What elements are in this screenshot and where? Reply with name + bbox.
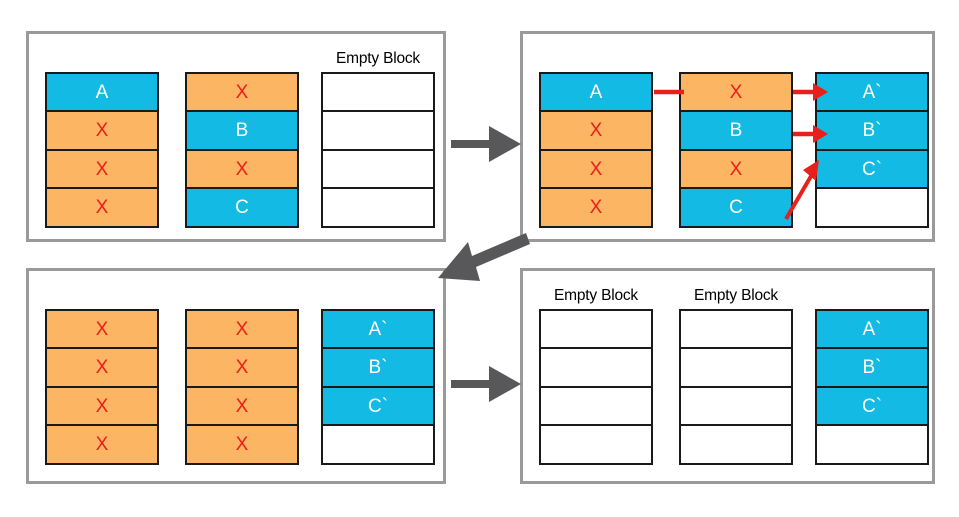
memory-cell[interactable]: X xyxy=(679,71,793,113)
flow-arrow-right-icon xyxy=(451,126,521,162)
memory-cell[interactable] xyxy=(679,308,793,350)
memory-cell[interactable]: A xyxy=(539,71,653,113)
memory-cell[interactable]: X xyxy=(45,308,159,350)
memory-cell[interactable]: C xyxy=(679,187,793,228)
memory-cell[interactable] xyxy=(321,148,435,190)
empty-block-label: Empty Block xyxy=(336,50,420,67)
memory-cell[interactable]: B` xyxy=(321,347,435,388)
memory-cell[interactable]: X xyxy=(185,347,299,388)
memory-cell[interactable]: A` xyxy=(815,308,929,350)
memory-cell[interactable] xyxy=(679,424,793,465)
memory-cell[interactable]: X xyxy=(539,148,653,190)
memory-cell[interactable]: X xyxy=(185,308,299,350)
memory-cell[interactable] xyxy=(539,308,653,350)
memory-cell[interactable]: X xyxy=(185,71,299,113)
memory-cell[interactable] xyxy=(815,187,929,228)
memory-cell[interactable]: X xyxy=(45,187,159,228)
memory-cell[interactable] xyxy=(679,385,793,427)
memory-cell[interactable]: X xyxy=(45,110,159,151)
memory-cell[interactable]: X xyxy=(539,187,653,228)
memory-cell[interactable] xyxy=(539,347,653,388)
block-column-1: A X X X xyxy=(539,71,653,228)
panel-before-collection: A X X X X B X C Empty Block xyxy=(26,31,446,242)
memory-cell[interactable]: X xyxy=(185,385,299,427)
memory-cell[interactable]: B xyxy=(679,110,793,151)
memory-cell[interactable]: A` xyxy=(321,308,435,350)
empty-block-label: Empty Block xyxy=(694,287,778,304)
memory-cell[interactable] xyxy=(679,347,793,388)
memory-cell[interactable]: X xyxy=(539,110,653,151)
block-column-1: A X X X xyxy=(45,71,159,228)
memory-cell[interactable] xyxy=(539,424,653,465)
memory-cell[interactable]: C` xyxy=(321,385,435,427)
flow-arrow-right-icon xyxy=(451,366,521,402)
memory-cell[interactable] xyxy=(321,71,435,113)
memory-cell[interactable]: X xyxy=(45,424,159,465)
memory-cell[interactable]: A` xyxy=(815,71,929,113)
memory-cell[interactable]: A xyxy=(45,71,159,113)
memory-cell[interactable] xyxy=(815,424,929,465)
block-column-3: A` B` C` xyxy=(815,71,929,228)
block-column-2: X B X C xyxy=(679,71,793,228)
memory-cell[interactable] xyxy=(321,110,435,151)
panel-after-reclaim: Empty Block Empty Block A` B` C` xyxy=(520,268,935,484)
panel-copying-live-objects: A X X X X B X C A` B` C` xyxy=(520,31,935,242)
memory-cell[interactable] xyxy=(539,385,653,427)
memory-cell[interactable]: X xyxy=(45,385,159,427)
memory-cell[interactable]: X xyxy=(679,148,793,190)
memory-cell[interactable]: X xyxy=(45,347,159,388)
memory-cell[interactable]: C` xyxy=(815,385,929,427)
block-column-2: X X X X xyxy=(185,308,299,465)
block-column-2: Empty Block xyxy=(679,287,793,465)
block-column-2: X B X C xyxy=(185,71,299,228)
memory-cell[interactable]: B` xyxy=(815,110,929,151)
memory-cell[interactable]: C` xyxy=(815,148,929,190)
panel-sources-all-garbage: X X X X X X X X A` B` C` xyxy=(26,268,446,484)
memory-cell[interactable]: B` xyxy=(815,347,929,388)
empty-block-label: Empty Block xyxy=(554,287,638,304)
block-column-3: Empty Block xyxy=(321,50,435,228)
memory-cell[interactable]: B xyxy=(185,110,299,151)
memory-cell[interactable] xyxy=(321,187,435,228)
memory-cell[interactable]: X xyxy=(45,148,159,190)
memory-cell[interactable]: C xyxy=(185,187,299,228)
memory-cell[interactable]: X xyxy=(185,424,299,465)
memory-cell[interactable] xyxy=(321,424,435,465)
block-column-1: X X X X xyxy=(45,308,159,465)
flow-arrow-down-left-icon xyxy=(438,233,530,281)
block-column-3: A` B` C` xyxy=(815,308,929,465)
block-column-1: Empty Block xyxy=(539,287,653,465)
block-column-3: A` B` C` xyxy=(321,308,435,465)
memory-cell[interactable]: X xyxy=(185,148,299,190)
